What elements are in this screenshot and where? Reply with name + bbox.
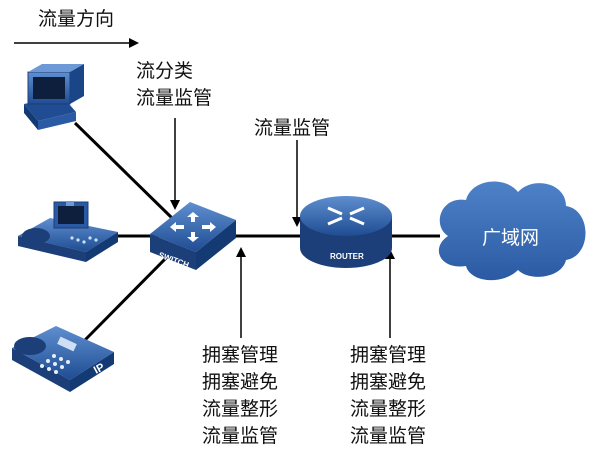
ip-phone-icon: [12, 326, 114, 392]
switch-functions-label: 流分类 流量监管: [136, 58, 212, 112]
router-output-function-item: 拥塞管理: [350, 344, 427, 366]
router-output-functions-label: 拥塞管理 拥塞避免 流量整形 流量监管: [350, 342, 426, 449]
switch-output-function-item: 拥塞管理: [202, 344, 279, 366]
switch-function-item: 流分类: [136, 60, 194, 82]
switch-output-function-item: 拥塞避免: [202, 371, 279, 393]
ip-phone-mark: IP: [92, 361, 107, 376]
router-output-function-item: 流量整形: [350, 398, 427, 420]
cloud-icon: [438, 181, 586, 281]
router-output-function-item: 拥塞避免: [350, 371, 427, 393]
link-ipphone-switch: [83, 250, 174, 342]
video-phone-icon: [18, 201, 118, 262]
switch-output-function-item: 流量监管: [202, 425, 279, 447]
switch-output-functions-label: 拥塞管理 拥塞避免 流量整形 流量监管: [202, 342, 278, 449]
switch-icon: [150, 202, 236, 270]
router-input-function-label: 流量监管: [254, 117, 331, 139]
flow-direction-label: 流量方向: [38, 8, 115, 30]
switch-function-item: 流量监管: [136, 87, 213, 109]
wan-label: 广域网: [482, 227, 540, 249]
switch-output-function-item: 流量整形: [202, 398, 279, 420]
router-icon: [300, 196, 392, 268]
desktop-computer-icon: [24, 64, 84, 130]
router-output-function-item: 流量监管: [350, 425, 427, 447]
link-pc-switch: [73, 121, 174, 220]
router-device-label: ROUTER: [330, 252, 364, 261]
